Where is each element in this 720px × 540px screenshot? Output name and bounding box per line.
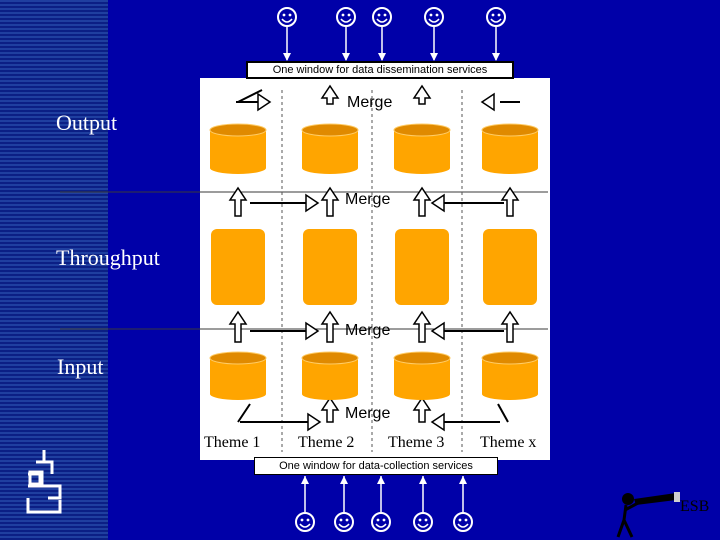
merge-arrow-input-2 (320, 396, 340, 423)
merge-label-output: Merge (347, 94, 393, 111)
theme-label-x: Theme x (480, 434, 537, 451)
user-bottom-1-smiley-icon (295, 512, 315, 532)
left-stripe-band (0, 0, 108, 540)
input-database-2 (301, 351, 359, 400)
merge-arrow-output-2 (320, 84, 340, 105)
merge-arrow-low-4 (500, 310, 520, 343)
theme-label-1: Theme 1 (204, 434, 261, 451)
cbs-logo-icon (26, 450, 62, 514)
merge-label-throughput-input: Merge (345, 322, 391, 339)
input-label: Input (57, 354, 104, 379)
output-database-3 (393, 123, 451, 174)
throughput-process-2 (303, 229, 357, 305)
input-database-1 (209, 351, 267, 400)
throughput-label: Throughput (56, 245, 160, 270)
merge-arrows (228, 84, 520, 432)
user-top-4-smiley-icon (424, 7, 444, 27)
user-bottom-3-smiley-icon (371, 512, 391, 532)
merge-arrow-low-1 (228, 310, 248, 343)
throughput-process-4 (483, 229, 537, 305)
merge-arrow-output-3 (412, 84, 432, 105)
merge-arrow-input-3 (412, 396, 432, 423)
output-label: Output (56, 110, 118, 135)
collection-window: One window for data-collection services (254, 457, 498, 475)
merge-arrow-mid-3 (412, 186, 432, 217)
theme-label-2: Theme 2 (298, 434, 355, 451)
user-connectors (283, 27, 500, 512)
merge-arrow-mid-4 (500, 186, 520, 217)
esb-label: ESB (680, 498, 710, 515)
merge-arrow-mid-1 (228, 186, 248, 217)
dissemination-window: One window for data dissemination servic… (246, 61, 514, 79)
user-bottom-5-smiley-icon (453, 512, 473, 532)
input-database-3 (393, 351, 451, 400)
merge-arrow-mid-2 (320, 186, 340, 217)
users (277, 7, 506, 532)
throughput-process-3 (395, 229, 449, 305)
output-database-2 (301, 123, 359, 174)
output-database-1 (209, 123, 267, 174)
user-top-2-smiley-icon (336, 7, 356, 27)
data-stores (209, 123, 539, 400)
input-database-4 (481, 351, 539, 400)
user-bottom-4-smiley-icon (413, 512, 433, 532)
user-top-3-smiley-icon (372, 7, 392, 27)
merge-arrow-low-3 (412, 310, 432, 343)
merge-arrow-low-2 (320, 310, 340, 343)
output-database-4 (481, 123, 539, 174)
user-top-1-smiley-icon (277, 7, 297, 27)
theme-label-3: Theme 3 (388, 434, 445, 451)
throughput-process-1 (211, 229, 265, 305)
merge-label-input: Merge (345, 405, 391, 422)
user-top-5-smiley-icon (486, 7, 506, 27)
telescope-figure-icon (616, 492, 680, 538)
user-bottom-2-smiley-icon (334, 512, 354, 532)
merge-label-output-throughput: Merge (345, 191, 391, 208)
